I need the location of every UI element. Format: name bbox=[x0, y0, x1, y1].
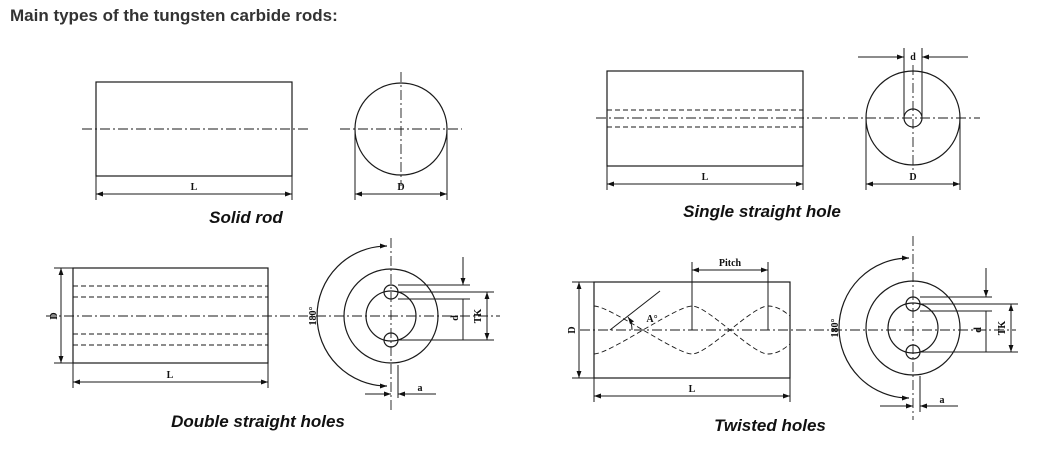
single-hole-side-view bbox=[606, 70, 804, 167]
twisted-holes-length-label: L bbox=[689, 384, 696, 395]
twisted-holes-diameter-label: D bbox=[567, 326, 578, 333]
twisted-holes-helix-angle-label: A° bbox=[646, 314, 657, 325]
twisted-holes-rotation-arc bbox=[838, 255, 910, 401]
double-holes-angle-label: 180° bbox=[308, 307, 319, 326]
single-hole-bore-label: d bbox=[910, 52, 916, 63]
solid-rod-length-label: L bbox=[191, 182, 198, 193]
solid-rod-caption: Solid rod bbox=[209, 208, 283, 227]
double-holes-rotation-arc bbox=[316, 243, 388, 389]
twisted-holes-pitch-label: Pitch bbox=[719, 258, 742, 269]
single-hole-diameter-label: D bbox=[909, 172, 916, 183]
twisted-holes-helix-upper bbox=[593, 305, 791, 355]
twisted-holes-bore-label: d bbox=[973, 327, 984, 333]
solid-rod-diameter-label: D bbox=[397, 182, 404, 193]
single-hole-caption: Single straight hole bbox=[683, 202, 841, 221]
double-holes-tk-label: TK bbox=[473, 309, 484, 324]
double-straight-holes-diagram: D L 180° d TK a Double straight holes bbox=[46, 238, 500, 431]
single-hole-length-label: L bbox=[702, 172, 709, 183]
single-straight-hole-diagram: L d D Single straight hole bbox=[596, 48, 980, 221]
twisted-holes-diagram: A° Pitch D L 180° d TK bbox=[567, 236, 1018, 435]
twisted-holes-helix-angle-arc bbox=[627, 316, 635, 331]
twisted-holes-tk-label: TK bbox=[997, 321, 1008, 336]
double-holes-diameter-label: D bbox=[49, 312, 60, 319]
double-holes-length-label: L bbox=[167, 370, 174, 381]
twisted-holes-offset-label: a bbox=[940, 395, 945, 406]
twisted-holes-angle-label: 180° bbox=[830, 319, 841, 338]
twisted-holes-helix-lower bbox=[593, 305, 791, 355]
double-holes-side-view bbox=[72, 267, 269, 364]
page-title: Main types of the tungsten carbide rods: bbox=[10, 6, 338, 25]
twisted-holes-caption: Twisted holes bbox=[714, 416, 826, 435]
solid-rod-diagram: L D Solid rod bbox=[82, 72, 462, 227]
double-holes-caption: Double straight holes bbox=[171, 412, 345, 431]
double-holes-bore-label: d bbox=[450, 315, 461, 321]
double-holes-offset-label: a bbox=[418, 383, 423, 394]
